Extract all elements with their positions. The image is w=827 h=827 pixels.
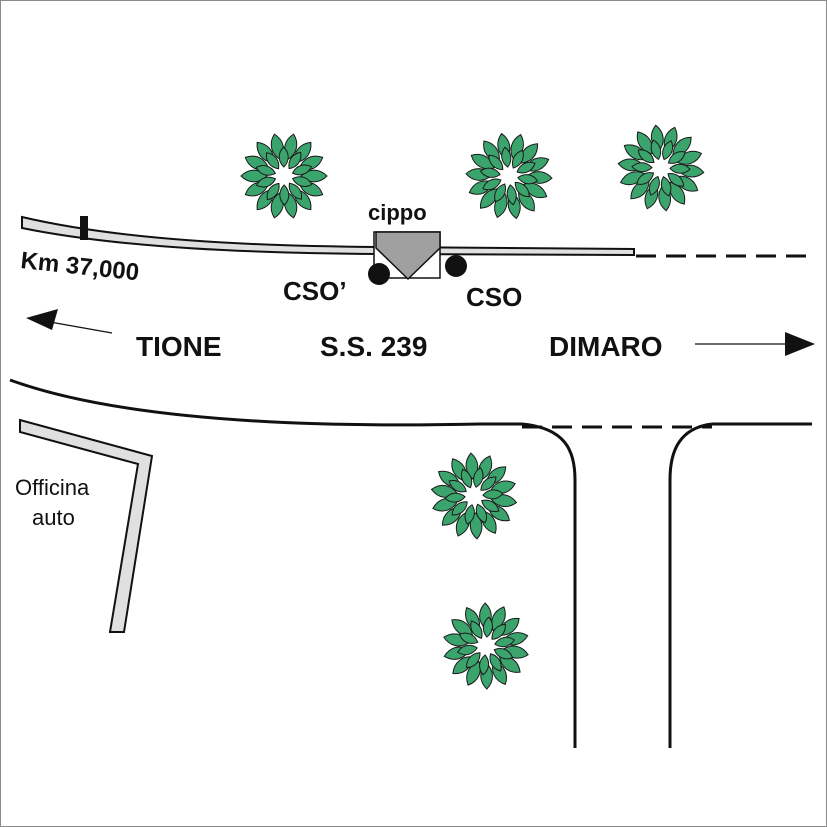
tree-leaf [514, 181, 530, 198]
tree-icon [443, 602, 529, 690]
tree-leaf [470, 620, 483, 639]
km-marker [80, 216, 88, 240]
upper-wall [21, 215, 635, 257]
tree-leaf [631, 162, 653, 173]
tree-leaf [636, 172, 655, 185]
tree-icon [240, 133, 328, 219]
tree-leaf [469, 512, 483, 540]
tree-leaf [479, 167, 501, 178]
arrow-left-icon [26, 309, 113, 334]
cso-prime-label: CSO’ [283, 276, 347, 306]
tree-leaf [448, 480, 467, 493]
tree-leaf [456, 644, 478, 656]
tree-leaf [636, 131, 653, 155]
tree-leaf [481, 499, 500, 512]
tree-leaf [475, 503, 488, 524]
road-label: S.S. 239 [320, 331, 427, 362]
dimaro-label: DIMARO [549, 331, 663, 362]
tree-leaf [491, 606, 506, 632]
tree-leaf [488, 154, 504, 171]
tree-leaf [291, 176, 313, 187]
tree-leaf [662, 140, 674, 161]
tree-leaf [265, 152, 280, 170]
tree-leaf [288, 182, 303, 200]
officina-wall [19, 418, 154, 633]
cippo-label: cippo [368, 200, 427, 225]
tree-leaf [482, 489, 504, 500]
tree-leaf [470, 154, 495, 170]
tree-leaf [482, 616, 493, 638]
tree-leaf [667, 151, 686, 164]
lower-edge [9, 378, 522, 427]
arrow-right-icon [695, 332, 815, 356]
tione-label: TIONE [136, 331, 222, 362]
tree-leaf [466, 660, 481, 686]
tree-leaf [516, 161, 536, 174]
tree-leaf [279, 184, 290, 206]
tree-leaf [465, 452, 479, 480]
officina-label-line2: auto [32, 505, 75, 530]
trees-layer [240, 124, 705, 690]
tree-leaf [460, 468, 473, 489]
tree-leaf [464, 504, 475, 525]
tree-leaf [451, 501, 468, 516]
side-road-right [668, 422, 713, 748]
tree-leaf [667, 172, 685, 187]
tree-leaf [288, 151, 302, 170]
tree-leaf [466, 652, 481, 669]
tree-leaf [648, 175, 660, 196]
tree-leaf [523, 182, 548, 198]
tree-leaf [473, 467, 484, 488]
tree-leaf [669, 163, 691, 174]
tree-leaf [493, 648, 514, 660]
cippo-marker [375, 231, 441, 281]
tree-leaf [669, 181, 686, 205]
station-marker-icon [445, 255, 467, 277]
tree-leaf [501, 146, 512, 168]
side-road-left [521, 422, 577, 748]
station-marker-icon [368, 263, 390, 285]
tree-leaf [491, 623, 506, 640]
tree-leaf [255, 165, 277, 176]
officina-label-line1: Officina [15, 475, 90, 500]
tree-leaf [479, 654, 490, 676]
tree-leaf [291, 164, 313, 176]
tree-leaf [494, 183, 507, 203]
tree-leaf [482, 178, 502, 191]
tree-leaf [278, 146, 289, 168]
tree-leaf [637, 149, 655, 164]
tree-icon [617, 124, 705, 212]
tree-leaf [517, 174, 539, 185]
cso-label: CSO [466, 282, 522, 312]
tree-icon [465, 132, 553, 220]
tree-leaf [255, 176, 277, 188]
tree-leaf [444, 492, 466, 503]
tree-icon [430, 452, 518, 540]
tree-leaf [511, 149, 524, 169]
tree-leaf [650, 139, 662, 161]
tree-leaf [458, 632, 479, 644]
tree-leaf [489, 653, 502, 672]
tree-leaf [480, 476, 497, 491]
tree-leaf [266, 182, 280, 201]
tree-leaf [660, 175, 672, 197]
tree-leaf [506, 184, 517, 206]
tree-leaf [494, 636, 516, 648]
